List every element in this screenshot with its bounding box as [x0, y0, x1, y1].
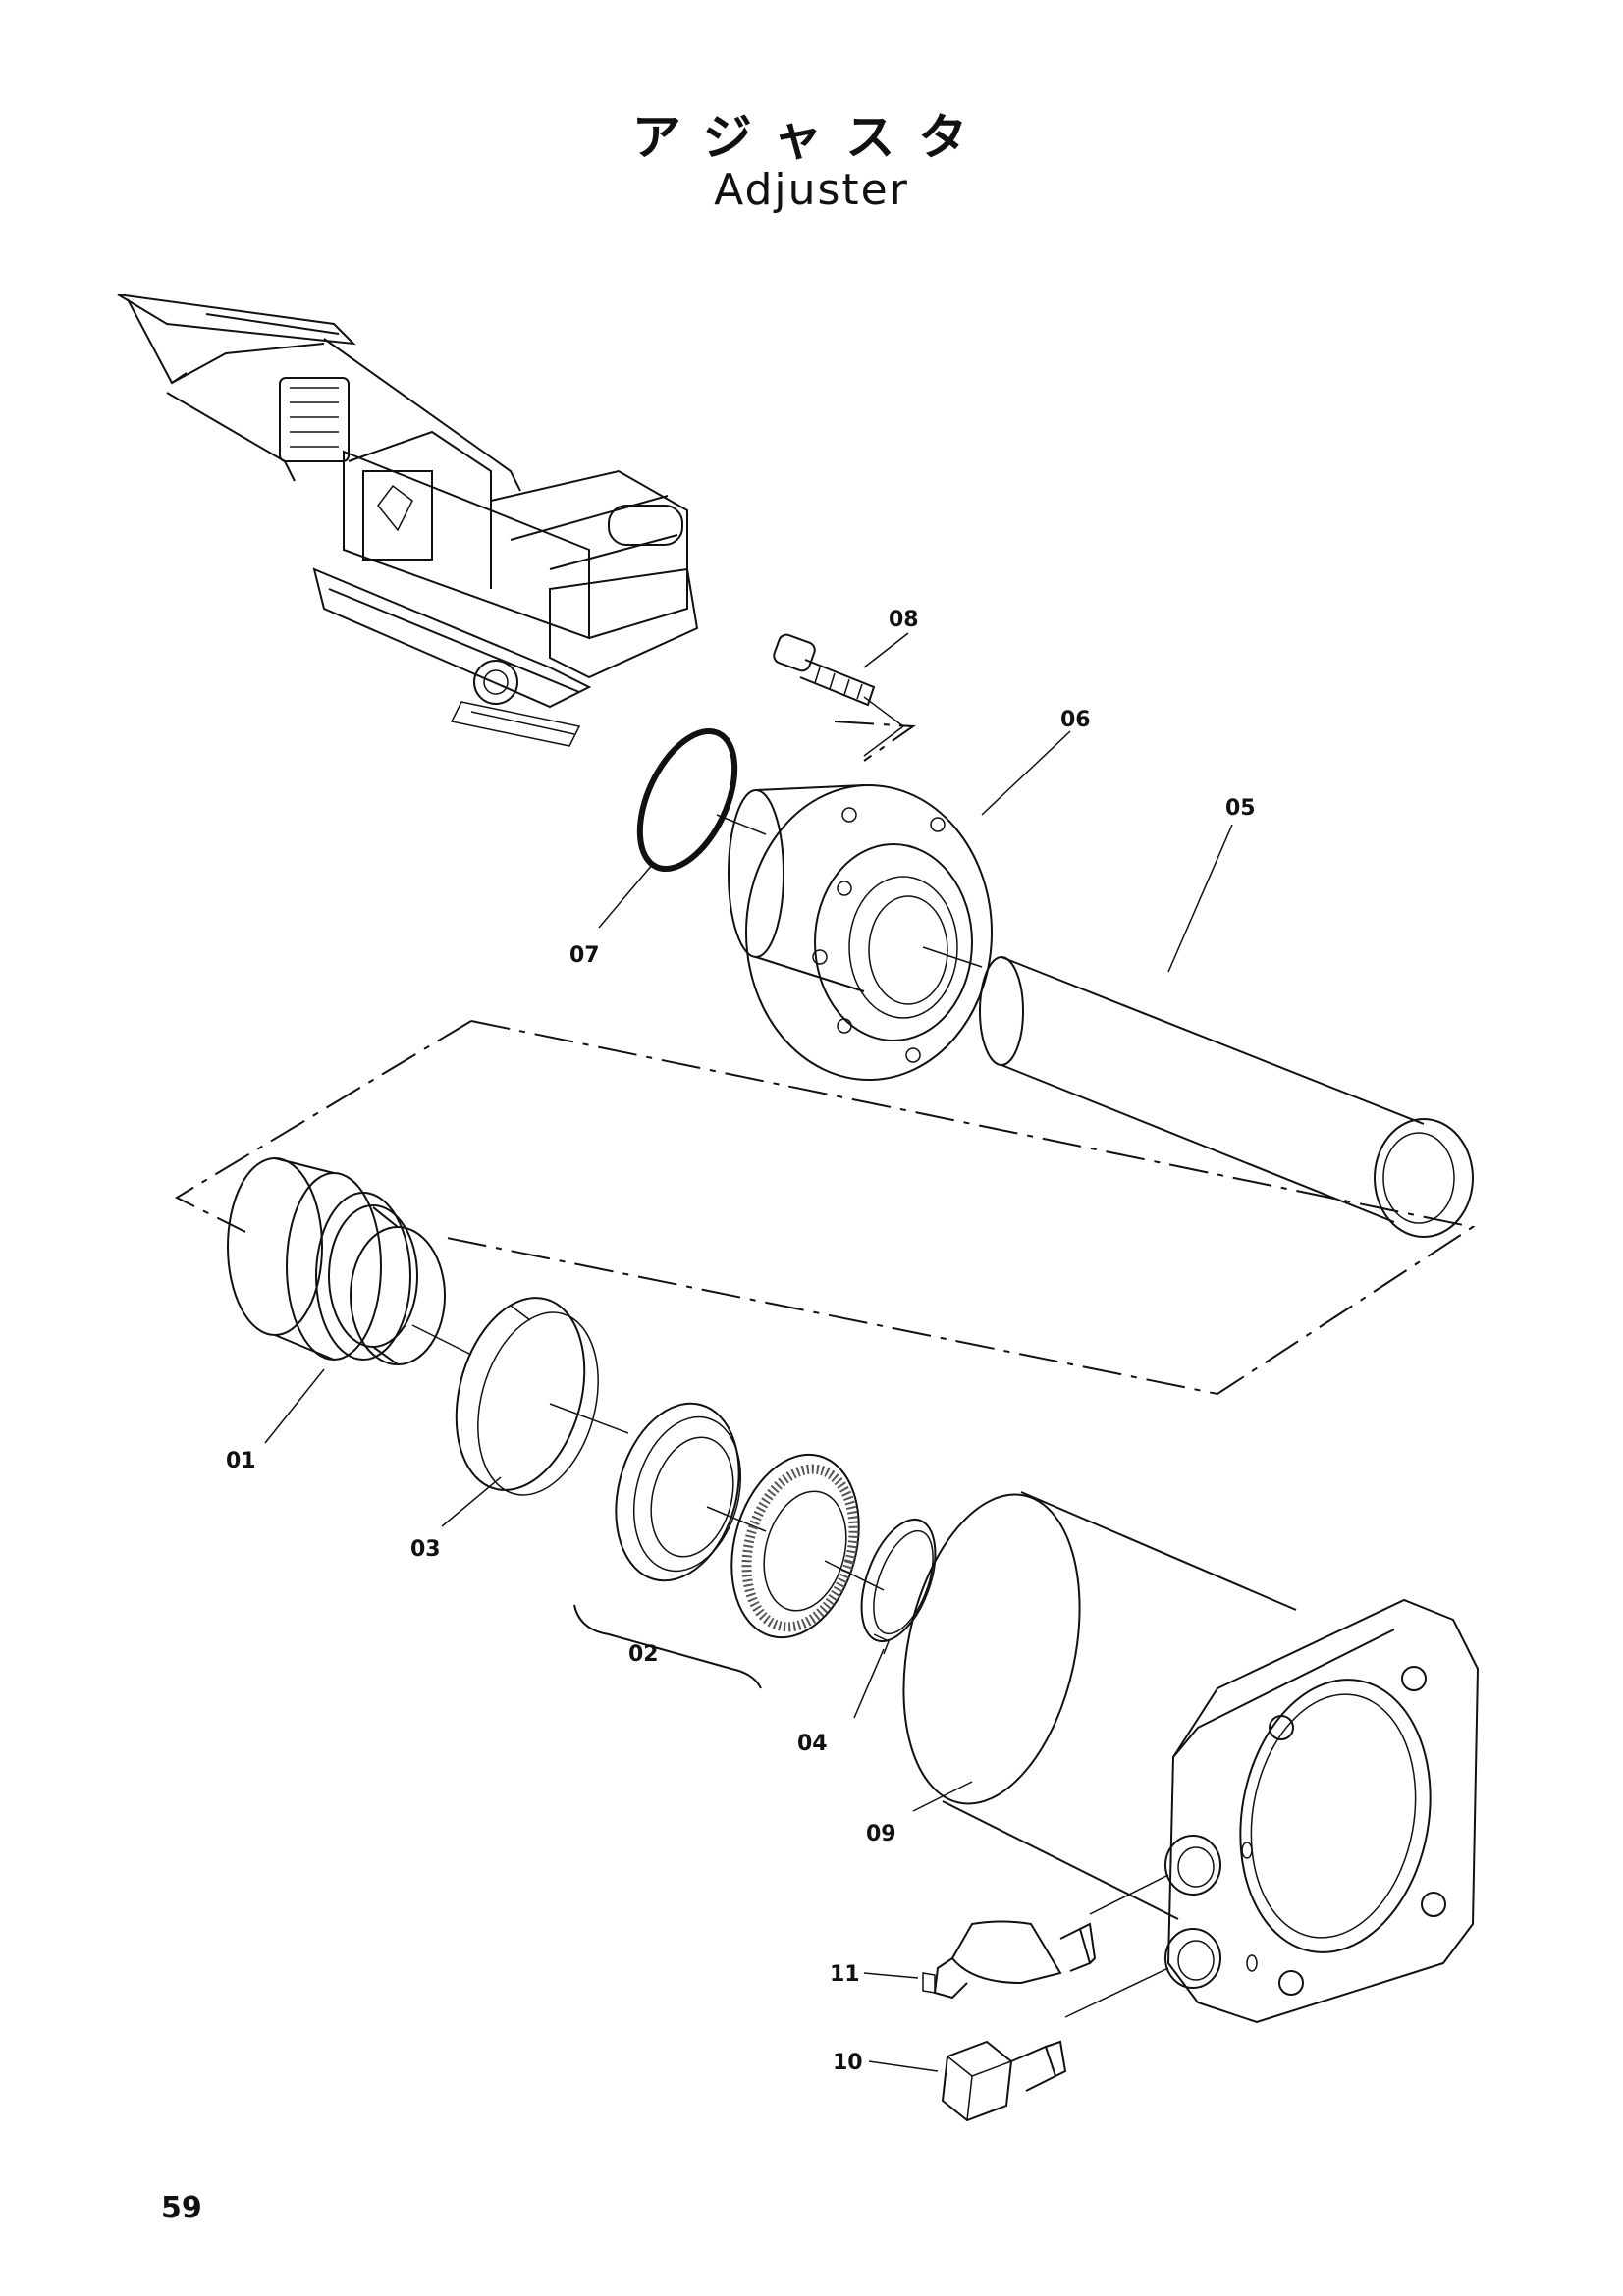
part-07-o-ring: [636, 727, 767, 873]
page-title-japanese: アジャスタ: [631, 109, 992, 166]
label-10: 10: [833, 2051, 863, 2075]
part-11-grease-fitting: [922, 1920, 1097, 2000]
label-04: 04: [797, 1732, 828, 1756]
excavator-illustration: [117, 294, 699, 747]
page-number: 59: [161, 2191, 202, 2225]
label-03: 03: [410, 1537, 441, 1562]
leader-lines: [264, 632, 1233, 2072]
part-04-snap-ring: [860, 1518, 937, 1655]
label-11: 11: [830, 1962, 860, 1987]
part-10-plug: [941, 2040, 1067, 2122]
label-06: 06: [1060, 708, 1091, 732]
part-01-piston: [227, 1157, 472, 1365]
page-title-english: Adjuster: [714, 165, 909, 215]
label-02: 02: [628, 1642, 659, 1667]
part-06-flange-housing: [728, 784, 993, 1081]
part-03-wear-ring: [455, 1297, 629, 1496]
label-07: 07: [569, 943, 600, 968]
assembly-guide-line: [174, 1020, 1476, 1396]
bolt-guide-line: [834, 721, 916, 762]
label-05: 05: [1225, 796, 1256, 821]
part-02-seal-set: [573, 1402, 885, 1689]
label-09: 09: [866, 1822, 896, 1846]
part-05-rod: [979, 956, 1474, 1238]
part-08-bolt: [773, 633, 905, 757]
label-01: 01: [226, 1449, 256, 1473]
label-08: 08: [889, 608, 919, 632]
part-09-cylinder-housing: [902, 1491, 1480, 2024]
